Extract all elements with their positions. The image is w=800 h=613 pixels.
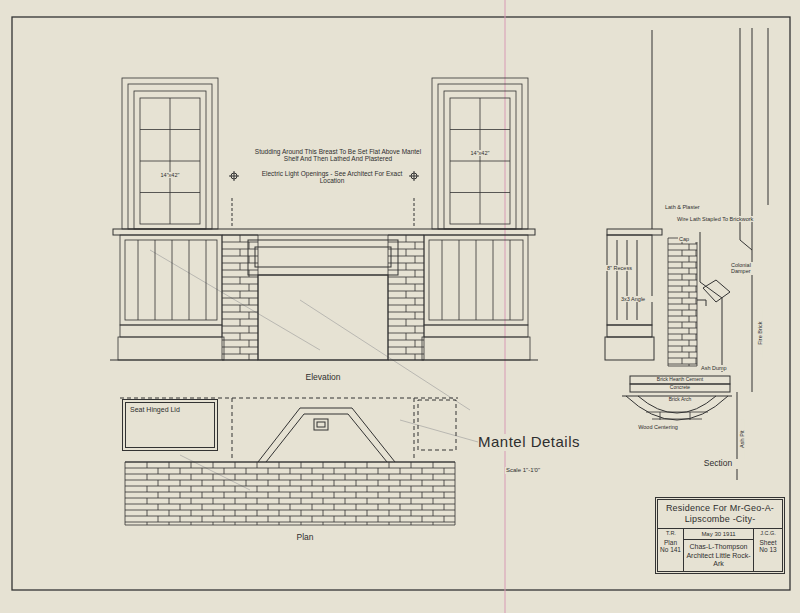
fireplace-opening [258,275,388,360]
bookcase-base [607,325,652,337]
view-label: Section [690,459,746,469]
mantel-frieze [248,240,398,275]
brick-arch [638,396,716,413]
number-text: Sheet No 13 [755,539,781,554]
concrete-band [630,384,730,392]
plan-view [120,398,458,462]
bookcase-plinth [605,337,654,360]
dimension: 14"x42" [462,150,498,156]
flue-line [700,232,722,372]
brickwork [125,462,455,525]
section-view [605,28,768,480]
part-label: Fire Brick [757,308,763,358]
window-trim [128,84,212,229]
window-casing [122,78,218,229]
bookcase-plinth [422,337,530,360]
bookcase-slats [442,240,510,320]
shelf-section [607,229,662,235]
window-sash [450,98,510,224]
bookcase-plinth [118,337,224,360]
flue-line [740,240,752,250]
part-label: Ash Dump [700,365,734,371]
bookcase-base [424,325,528,337]
firebox-lining [266,414,387,462]
frieze-panel [255,247,391,267]
light-line [414,198,415,228]
drafter-initials: T.R. [659,530,683,536]
window-sash [140,98,200,224]
wall-line [652,30,653,229]
view-label: Plan [285,533,325,543]
bookcase-panel [429,240,523,320]
firebox-outline [258,408,395,462]
brickwork [222,235,258,360]
dashed-line [414,398,415,460]
part-label: Lath & Plaster [664,204,724,210]
mantel-shelf [113,229,535,235]
note-text: Studding Around This Breast To Be Set Fl… [252,148,424,163]
note-text: Electric Light Openings - See Architect … [257,170,407,185]
window-muntins [140,98,200,224]
ash-dump [314,419,328,430]
architect-text: Chas-L-Thompson Architect Little Rock-Ar… [685,543,752,567]
part-label: Brick Hearth Cement [634,377,726,383]
elevation-view [110,171,538,360]
sheet-border [12,17,790,590]
bookcase [424,235,528,325]
seat-box: Seat Hinged Lid [122,399,218,451]
part-label: 3x3 Angle [620,296,664,302]
project-title: Residence For Mr-Geo-A-Lipscombe -City- [661,503,779,525]
brickwork [388,235,424,360]
window-muntins [450,98,510,224]
part-label: Concrete [634,385,726,391]
part-label: Cap [678,236,698,242]
scale-note: Scale 1"-1'0" [505,467,577,474]
bookcase-base [120,325,222,337]
pencil-line [180,455,250,490]
wood-centering [646,412,708,420]
pink-rule [505,0,506,613]
repeated-details [118,78,708,525]
dashed-line [232,398,233,460]
part-label: Wood Centering [628,424,688,430]
window-frame [444,91,516,229]
damper [703,280,730,302]
part-label: Ash Pit [739,419,745,459]
bookcase-section [607,235,652,325]
part-label: Colonial Damper [730,262,766,275]
view-label: Elevation [283,373,363,383]
sheet-title: Mantel Details [478,434,580,451]
ash-dump [317,422,325,427]
bookcase-slats [138,240,206,320]
sheet-frame [12,0,790,613]
brickwork [668,238,697,366]
angle-iron [697,300,706,306]
number-text: Plan No 141 [659,539,682,554]
drafter-initials: J.C.G. [755,530,781,536]
light-line [232,198,233,228]
light-symbol [229,171,239,181]
pencil-line [400,420,478,442]
pencil-line [300,300,470,410]
hearth-band [630,376,730,384]
chimney-line [740,28,768,392]
seat-text: Seat Hinged Lid [130,406,210,414]
window-frame [134,91,206,229]
part-label: 8" Recess [606,265,636,271]
dimension: 14"x42" [152,172,188,178]
part-label: Brick Arch [660,397,700,403]
window-trim [438,84,522,229]
window-casing [432,78,528,229]
brick-arch [626,396,728,420]
bookcase-slat [617,240,637,320]
part-label: Wire Lath Stapled To Brickwork [676,216,780,222]
seat-outline [418,400,456,450]
date-text: May 30 1911 [684,531,753,541]
bookcase [120,235,222,325]
architect-cell: May 30 1911Chas-L-Thompson Architect Lit… [684,529,754,571]
pencil-line [150,250,320,350]
light-symbol [409,171,419,181]
bookcase-panel [125,240,217,320]
